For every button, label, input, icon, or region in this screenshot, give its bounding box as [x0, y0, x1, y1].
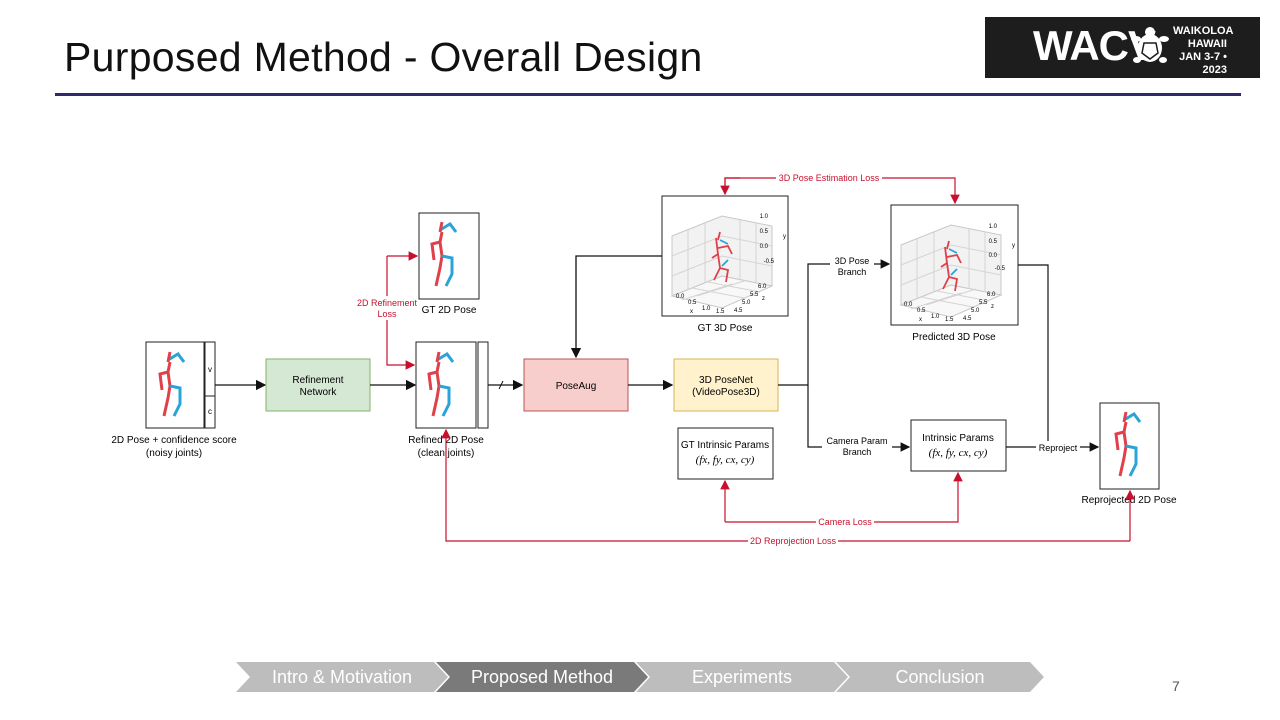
- gt3d-tick-x1: 0.0: [676, 294, 685, 300]
- pred3d-axis-y: y: [1012, 243, 1015, 249]
- page-number: 7: [1172, 678, 1180, 694]
- posenet-label: 3D PoseNet: [699, 375, 753, 386]
- gt-intrinsic-label: GT Intrinsic Params: [681, 440, 769, 451]
- nav-label-conclusion: Conclusion: [895, 666, 985, 687]
- slide-title: Purposed Method - Overall Design: [64, 34, 703, 80]
- gt3d-tick-x4: 1.5: [716, 309, 725, 315]
- logo-line-3: JAN 3-7 • 2023: [1179, 51, 1227, 76]
- pred3d-tick-x1: 0.0: [904, 302, 913, 308]
- logo-subtitle: WAIKOLOA HAWAII JAN 3-7 • 2023: [1173, 25, 1234, 77]
- camera-loss-label: Camera Loss: [818, 517, 872, 527]
- refinement-loss-label: 2D Refinement: [357, 298, 418, 308]
- pred3d-axis-x: x: [919, 317, 922, 323]
- branch-cam-sublabel: Branch: [843, 447, 872, 457]
- pred3d-tick-z1: 6.0: [987, 292, 996, 298]
- c-label: c: [208, 407, 212, 416]
- refinement-label: Refinement: [292, 375, 343, 386]
- gt3d-label: GT 3D Pose: [698, 323, 753, 334]
- gt3d-tick-z3: 5.0: [742, 300, 751, 306]
- turtle-icon: [1131, 27, 1169, 63]
- nav-item-method[interactable]: Proposed Method: [436, 662, 648, 692]
- gt3d-axis-x: x: [690, 309, 693, 315]
- nav-item-experiments[interactable]: Experiments: [636, 662, 848, 692]
- gt3d-tick-z4: 4.5: [734, 308, 743, 314]
- gt3d-tick-z2: 5.5: [750, 292, 759, 298]
- method-diagram: v c 2D Pose + confidence score (noisy jo…: [111, 172, 1177, 547]
- nav-label-intro: Intro & Motivation: [271, 666, 413, 687]
- gt3d-tick-y3: 0.0: [760, 244, 769, 250]
- refined-vector: [477, 341, 489, 429]
- refinement-label-2: Network: [300, 387, 338, 398]
- poseaug-label: PoseAug: [556, 381, 597, 392]
- logo-line-1: WAIKOLOA: [1173, 25, 1234, 37]
- title-rule: [55, 93, 1241, 96]
- branch-3d-label: 3D Pose: [835, 256, 870, 266]
- pred3d-axis-z: z: [991, 304, 994, 310]
- nav-label-experiments: Experiments: [691, 666, 793, 687]
- gt3d-tick-y4: -0.5: [764, 259, 775, 265]
- gt3d-tick-x3: 1.0: [702, 306, 711, 312]
- gt-intrinsic-formula: (fx, fy, cx, cy): [696, 454, 755, 466]
- refinement-network-box: [265, 358, 371, 412]
- pred3d-tick-x3: 1.0: [931, 314, 940, 320]
- gt3d-tick-z1: 6.0: [758, 284, 767, 290]
- poseaug-box: [523, 358, 629, 412]
- pred3d-tick-z3: 5.0: [971, 308, 980, 314]
- estimation-loss-label: 3D Pose Estimation Loss: [779, 173, 880, 183]
- gt2d-label: GT 2D Pose: [422, 305, 477, 316]
- reprojection-loss-label: 2D Reprojection Loss: [750, 536, 837, 546]
- nav-item-intro[interactable]: Intro & Motivation: [236, 662, 448, 692]
- intrinsic-box: [910, 419, 1007, 472]
- intrinsic-formula: (fx, fy, cx, cy): [929, 447, 988, 459]
- gt3d-tick-y1: 1.0: [760, 214, 769, 220]
- gt3d-tick-y2: 0.5: [760, 229, 769, 235]
- wacv-logo: WACV WAIKOLOA HAWAII JAN 3-7 • 2023: [985, 17, 1260, 78]
- pred3d-tick-x2: 0.5: [917, 308, 926, 314]
- pred3d-tick-y4: -0.5: [995, 266, 1006, 272]
- pred3d-label: Predicted 3D Pose: [912, 332, 996, 343]
- refinement-loss-label-2: Loss: [377, 309, 397, 319]
- gt3d-tick-x2: 0.5: [688, 300, 697, 306]
- pred3d-tick-y3: 0.0: [989, 253, 998, 259]
- pred3d-tick-x4: 1.5: [945, 317, 954, 323]
- pred3d-tick-z4: 4.5: [963, 316, 972, 322]
- input-sublabel: (noisy joints): [146, 448, 202, 459]
- pred3d-tick-y1: 1.0: [989, 224, 998, 230]
- pred3d-tick-z2: 5.5: [979, 300, 988, 306]
- posenet-sublabel: (VideoPose3D): [692, 387, 760, 398]
- gt3d-axis-y: y: [783, 234, 786, 240]
- intrinsic-label: Intrinsic Params: [922, 433, 994, 444]
- gt3d-axis-z: z: [762, 296, 765, 302]
- nav-label-method: Proposed Method: [470, 666, 614, 687]
- gt-intrinsic-box: [677, 427, 774, 480]
- v-label: v: [208, 365, 212, 374]
- nav-item-conclusion[interactable]: Conclusion: [836, 662, 1044, 692]
- logo-line-2: HAWAII: [1187, 38, 1227, 50]
- branch-3d-sublabel: Branch: [838, 267, 867, 277]
- reproject-label: Reproject: [1039, 443, 1078, 453]
- pred3d-tick-y2: 0.5: [989, 239, 998, 245]
- branch-cam-label: Camera Param: [826, 436, 887, 446]
- reprojected-label: Reprojected 2D Pose: [1081, 495, 1176, 506]
- input-label: 2D Pose + confidence score: [111, 435, 237, 446]
